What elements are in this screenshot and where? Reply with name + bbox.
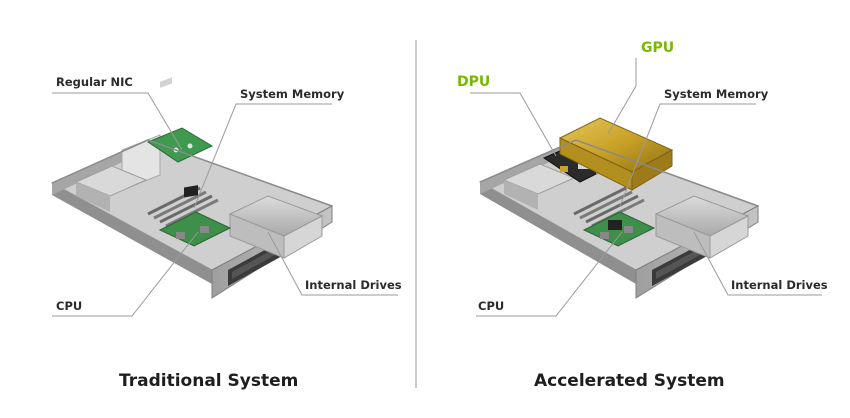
chassis-left-wall (52, 183, 212, 284)
caption-traditional-system: Traditional System (119, 371, 298, 391)
accelerated-system-illustration (478, 117, 760, 299)
cpu-chip-right (608, 220, 622, 230)
label-gpu: GPU (641, 40, 674, 56)
gpu-card (558, 117, 674, 191)
left-leader-lines (52, 92, 398, 317)
label-cpu-right: CPU (478, 299, 504, 313)
label-regular-nic: Regular NIC (56, 75, 133, 89)
right-leader-lines (470, 58, 822, 317)
label-internal-drives-left: Internal Drives (305, 278, 402, 292)
power-supply (74, 165, 148, 197)
label-internal-drives-right: Internal Drives (731, 278, 828, 292)
label-dpu: DPU (457, 74, 490, 90)
traditional-system-illustration (50, 77, 334, 299)
label-system-memory-right: System Memory (664, 87, 769, 101)
label-system-memory-left: System Memory (240, 87, 345, 101)
regular-nic-card (146, 127, 214, 163)
cpu-chip (184, 185, 198, 198)
label-cpu-left: CPU (56, 299, 82, 313)
caption-accelerated-system: Accelerated System (534, 371, 725, 391)
